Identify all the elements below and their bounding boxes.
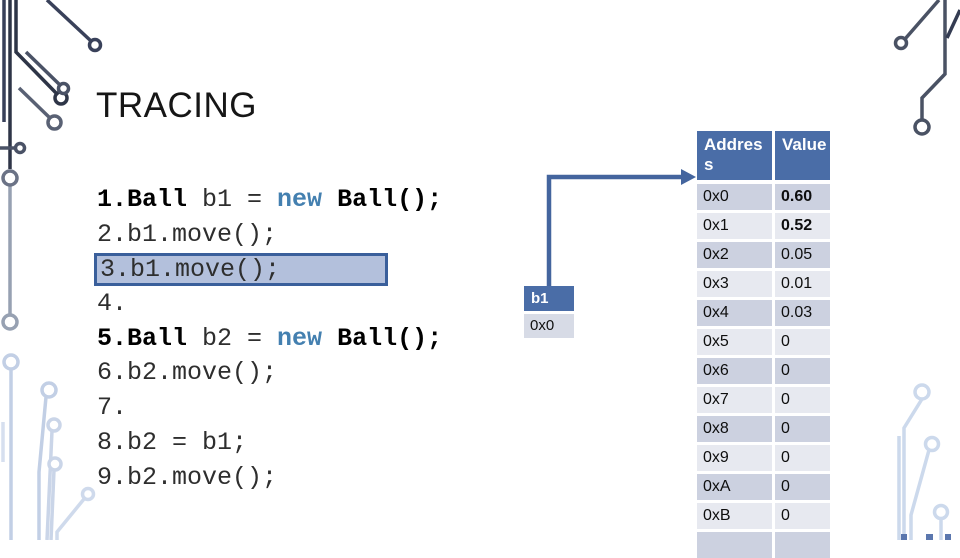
address-cell: 0x2 bbox=[697, 242, 772, 268]
address-column-header: Address bbox=[697, 131, 772, 180]
value-cell: 0 bbox=[775, 416, 830, 442]
value-cell bbox=[775, 532, 830, 558]
code-line-3: 3.b1.move(); bbox=[94, 253, 388, 287]
address-cell: 0x9 bbox=[697, 445, 772, 471]
address-cell bbox=[697, 532, 772, 558]
value-cell: 0 bbox=[775, 358, 830, 384]
code-segment: b1.move(); bbox=[130, 255, 281, 285]
code-line-1: 1.Ball b1 = new Ball(); bbox=[97, 183, 477, 218]
line-number: 2. bbox=[97, 219, 128, 249]
address-cell: 0xA bbox=[697, 474, 772, 500]
code-segment: new bbox=[277, 323, 323, 353]
line-number: 1. bbox=[97, 185, 128, 214]
value-cell: 0 bbox=[775, 329, 830, 355]
value-cell: 0.05 bbox=[775, 242, 830, 268]
line-number: 5. bbox=[97, 323, 128, 353]
line-number: 9. bbox=[97, 462, 128, 492]
value-column-header: Value bbox=[775, 131, 830, 180]
value-cell: 0 bbox=[775, 387, 830, 413]
code-line-9: 9.b2.move(); bbox=[97, 461, 477, 496]
page-title: TRACING bbox=[96, 86, 257, 125]
value-cell: 0 bbox=[775, 445, 830, 471]
address-cell: 0x6 bbox=[697, 358, 772, 384]
code-segment: b2.move(); bbox=[127, 358, 278, 388]
line-number: 3. bbox=[100, 255, 131, 285]
circuit-decoration-bottom-right-icon bbox=[897, 383, 951, 540]
value-cell: 0.52 bbox=[775, 213, 830, 239]
memory-table-row bbox=[697, 532, 830, 558]
address-cell: 0x1 bbox=[697, 213, 772, 239]
code-line-5: 5.Ball b2 = new Ball(); bbox=[97, 322, 477, 357]
value-cell: 0.01 bbox=[775, 271, 830, 297]
code-segment: b2.move(); bbox=[127, 462, 278, 492]
value-cell: 0 bbox=[775, 503, 830, 529]
code-line-7: 7. bbox=[97, 391, 477, 426]
line-number: 4. bbox=[97, 289, 128, 319]
code-segment: b2 = bbox=[187, 323, 278, 353]
address-cell: 0xB bbox=[697, 503, 772, 529]
value-cell: 0 bbox=[775, 474, 830, 500]
variable-pointer: b1 0x0 bbox=[524, 286, 574, 338]
value-cell: 0.60 bbox=[775, 184, 830, 210]
address-cell: 0x7 bbox=[697, 387, 772, 413]
code-segment: Ball(); bbox=[322, 323, 443, 353]
code-line-6: 6.b2.move(); bbox=[97, 356, 477, 391]
line-number: 7. bbox=[97, 393, 128, 423]
code-line-2: 2.b1.move(); bbox=[97, 218, 477, 253]
code-segment: Ball(); bbox=[322, 185, 443, 214]
code-list: 1.Ball b1 = new Ball();2.b1.move();3.b1.… bbox=[94, 183, 477, 496]
code-segment: b1.move(); bbox=[127, 219, 278, 249]
address-cell: 0x4 bbox=[697, 300, 772, 326]
code-segment: b1 = bbox=[187, 185, 278, 214]
address-cell: 0x5 bbox=[697, 329, 772, 355]
address-cell: 0x3 bbox=[697, 271, 772, 297]
variable-name-box: b1 bbox=[524, 286, 574, 311]
line-number: 8. bbox=[97, 427, 128, 457]
code-line-8: 8.b2 = b1; bbox=[97, 426, 477, 461]
code-segment: Ball bbox=[127, 185, 188, 214]
memory-table-header: Address Value bbox=[697, 131, 830, 180]
circuit-decoration-top-right-icon bbox=[893, 0, 960, 136]
code-segment: b2 = b1; bbox=[127, 427, 248, 457]
line-number: 6. bbox=[97, 358, 128, 388]
value-cell: 0.03 bbox=[775, 300, 830, 326]
variable-address-box: 0x0 bbox=[524, 314, 574, 338]
address-cell: 0x8 bbox=[697, 416, 772, 442]
code-segment: Ball bbox=[127, 323, 188, 353]
code-line-4: 4. bbox=[97, 287, 477, 322]
code-segment: new bbox=[277, 185, 323, 214]
address-cell: 0x0 bbox=[697, 184, 772, 210]
